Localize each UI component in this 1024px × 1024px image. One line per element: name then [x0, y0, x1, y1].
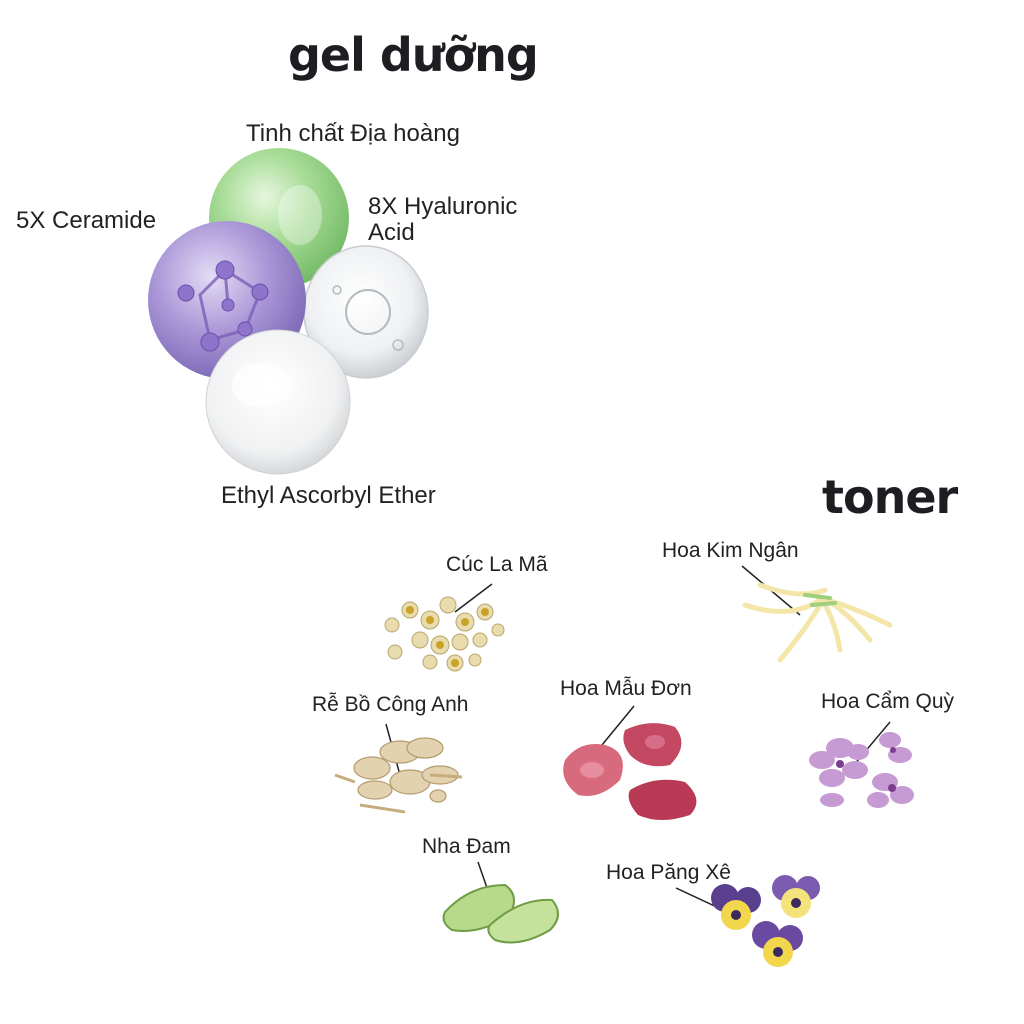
label-nha-dam: Nha Đam [422, 835, 511, 858]
label-kim-ngan: Hoa Kim Ngân [662, 539, 799, 562]
label-ethyl: Ethyl Ascorbyl Ether [221, 482, 436, 509]
gel-title: gel dưỡng [288, 28, 539, 82]
mallow-icon [809, 732, 914, 808]
label-hyaluronic: 8X Hyaluronic Acid [368, 193, 517, 247]
pansy-icon [711, 875, 820, 967]
aloe-icon [442, 883, 559, 944]
label-hyaluronic-line2: Acid [368, 219, 415, 246]
toner-title: toner [822, 470, 958, 524]
peony-icon [563, 723, 697, 820]
label-pang-xe: Hoa Păng Xê [606, 861, 731, 884]
label-cuc-la-ma: Cúc La Mã [446, 553, 548, 576]
label-dia-hoang: Tinh chất Địa hoàng [246, 120, 460, 147]
label-bo-cong-anh: Rễ Bồ Công Anh [312, 693, 469, 716]
label-ceramide: 5X Ceramide [16, 207, 157, 234]
white-droplet [205, 329, 351, 475]
chamomile-icon [384, 596, 505, 672]
label-mau-don: Hoa Mẫu Đơn [560, 677, 692, 700]
label-cam-quy: Hoa Cẩm Quỳ [821, 690, 955, 713]
label-hyaluronic-line1: 8X Hyaluronic [368, 193, 518, 220]
honeysuckle-icon [742, 582, 893, 663]
dandelion-root-icon [334, 737, 463, 814]
